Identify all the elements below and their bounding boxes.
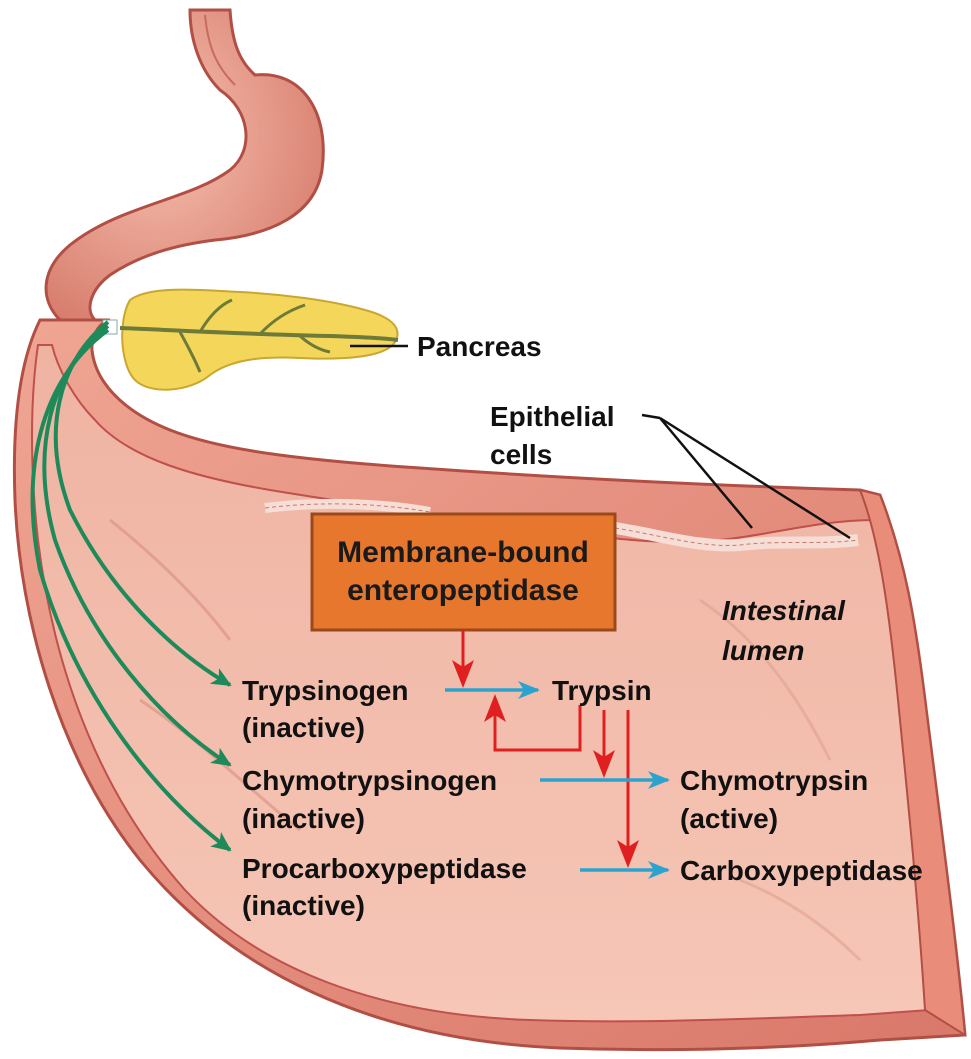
epithelial-layer xyxy=(264,498,859,552)
active-enzyme-name: Carboxypeptidase xyxy=(680,855,923,886)
epithelial-label-line2: cells xyxy=(490,439,552,470)
zymogen-name: Procarboxypeptidase xyxy=(242,853,527,884)
zymogen-state: (inactive) xyxy=(242,803,365,834)
lumen-label-line1: Intestinal xyxy=(722,595,846,626)
enteropeptidase-box: Membrane-bound enteropeptidase xyxy=(310,512,617,632)
activation-arrows xyxy=(452,630,639,868)
zymogen-state: (inactive) xyxy=(242,890,365,921)
active-enzyme-name: Chymotrypsin xyxy=(680,765,868,796)
trypsin-autoactivation-arrow xyxy=(493,705,582,752)
pancreas-label: Pancreas xyxy=(417,331,542,362)
enzyme-box-line1: Membrane-bound xyxy=(337,536,589,569)
epithelial-label-line1: Epithelial xyxy=(490,401,614,432)
active-enzyme-name: Trypsin xyxy=(552,675,652,706)
lumen-label-line2: lumen xyxy=(722,635,804,666)
secretion-arrow-procarboxypeptidase xyxy=(30,328,232,852)
pancreas-organ xyxy=(102,288,399,391)
small-intestine xyxy=(12,318,967,1052)
zymogen-state: (inactive) xyxy=(242,712,365,743)
stomach xyxy=(44,8,325,322)
secretion-arrows xyxy=(30,320,232,852)
epithelial-leader xyxy=(641,413,851,540)
enzyme-box-line2: enteropeptidase xyxy=(347,574,579,607)
conversion-arrows xyxy=(445,681,670,879)
zymogen-name: Trypsinogen xyxy=(242,675,408,706)
active-enzyme-state: (active) xyxy=(680,803,778,834)
zymogen-name: Chymotrypsinogen xyxy=(242,765,497,796)
